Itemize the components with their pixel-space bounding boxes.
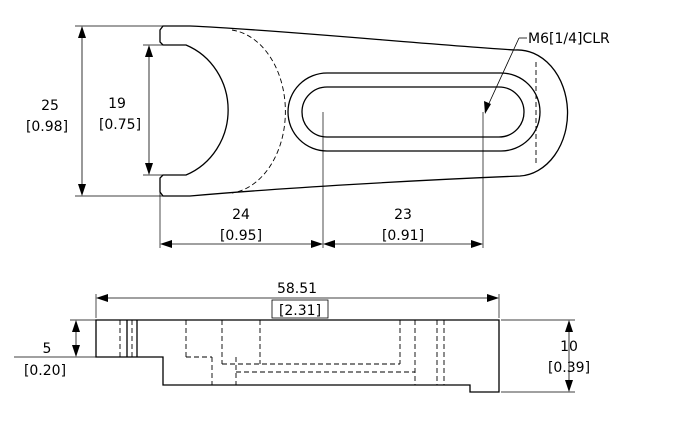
- dim-inner-height-imperial: [0.75]: [99, 117, 141, 133]
- dim-arc-to-slot-metric: 24: [232, 207, 250, 223]
- dim-overall-height-imperial: [0.98]: [26, 119, 68, 135]
- dim-slot-length: 23 [0.91]: [323, 207, 483, 248]
- hole-callout: M6[1/4]CLR: [484, 31, 610, 114]
- side-view-outline: [95, 319, 500, 393]
- dim-arc-to-slot: 24 [0.95]: [160, 207, 323, 248]
- slot-inner: [301, 86, 525, 138]
- dim-overall-height: 25 [0.98]: [26, 26, 86, 196]
- side-view: [95, 319, 500, 393]
- dim-overall-length: 58.51 [2.31]: [95, 281, 500, 319]
- dim-overall-height-metric: 25: [41, 98, 59, 114]
- dim-thickness-imperial: [0.39]: [548, 360, 590, 376]
- top-view-hidden-arc: [231, 29, 286, 194]
- top-view: [75, 25, 569, 248]
- dim-arc-to-slot-imperial: [0.95]: [220, 228, 262, 244]
- hole-callout-text: M6[1/4]CLR: [528, 31, 610, 47]
- dim-inner-height: 19 [0.75]: [99, 45, 153, 175]
- dim-inner-height-metric: 19: [108, 96, 126, 112]
- dim-slot-length-imperial: [0.91]: [382, 228, 424, 244]
- dim-overall-length-imperial: [2.31]: [279, 303, 321, 319]
- top-view-outline: [159, 25, 569, 197]
- dim-thickness-metric: 10: [560, 339, 578, 355]
- dim-step-height-imperial: [0.20]: [24, 363, 66, 379]
- slot-outer: [287, 72, 541, 152]
- dim-overall-length-metric: 58.51: [277, 281, 317, 297]
- dim-thickness: 10 [0.39]: [501, 319, 590, 393]
- dim-step-height: 5 [0.20]: [14, 319, 96, 379]
- dim-slot-length-metric: 23: [394, 207, 412, 223]
- dim-step-height-metric: 5: [43, 341, 52, 357]
